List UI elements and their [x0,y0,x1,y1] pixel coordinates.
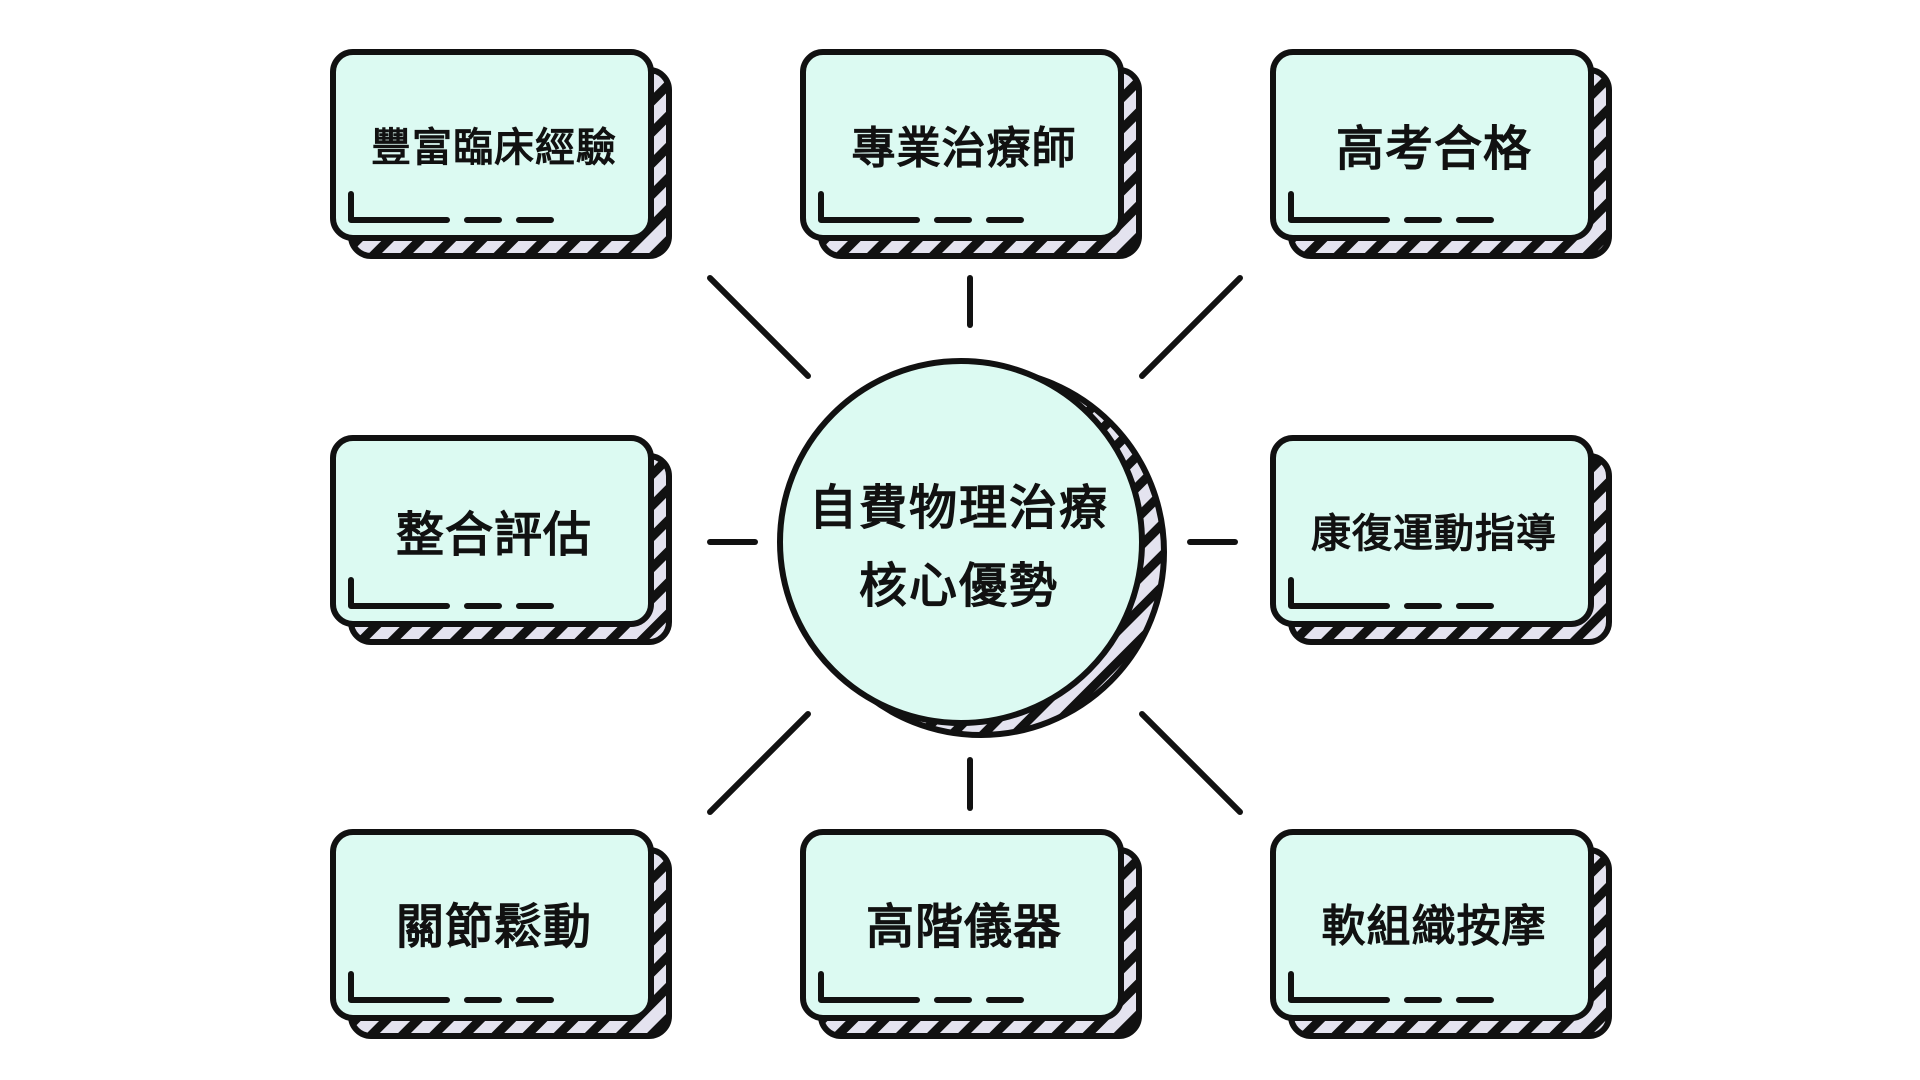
connector-bottom-left [707,711,811,815]
card-label-professional-therapist: 專業治療師 [851,123,1077,174]
connector-bottom-right [1139,711,1243,815]
card-face [1270,435,1594,627]
connector-lines [707,275,1243,815]
card-clinical-experience [330,49,672,259]
cards-layer [330,49,1612,1039]
card-underline-decoration [348,971,554,1003]
connector-top-right [1139,275,1243,379]
card-advanced-equipment [800,829,1142,1039]
card-label-integrated-assessment: 整合評估 [395,507,592,563]
card-underline-decoration [1288,577,1494,609]
card-face [330,829,654,1021]
card-joint-mobilization [330,829,672,1039]
center-label: 自費物理治療 核心優勢 [782,462,1136,632]
card-underline-decoration [348,191,554,223]
card-underline-decoration [1288,191,1494,223]
card-face [330,49,654,241]
card-label-advanced-equipment: 高階儀器 [865,899,1062,955]
card-label-joint-mobilization: 關節鬆動 [395,899,592,955]
card-face [1270,829,1594,1021]
card-label-rehab-exercise: 康復運動指導 [1311,511,1557,557]
card-label-soft-tissue-massage: 軟組織按摩 [1321,901,1547,952]
center-label-line-1: 自費物理治療 [808,480,1109,536]
card-face [800,829,1124,1021]
card-underline-decoration [348,577,554,609]
card-underline-decoration [1288,971,1494,1003]
card-exam-qualified [1270,49,1612,259]
center-label-line-2: 核心優勢 [858,558,1059,614]
connector-top-left [707,275,811,379]
card-face [1270,49,1594,241]
center-circle [777,358,1167,738]
card-rehab-exercise [1270,435,1612,645]
card-label-exam-qualified: 高考合格 [1335,121,1532,177]
card-face [330,435,654,627]
card-underline-decoration [818,191,1024,223]
card-underline-decoration [818,971,1024,1003]
card-professional-therapist [800,49,1142,259]
card-soft-tissue-massage [1270,829,1612,1039]
card-label-clinical-experience: 豐富臨床經驗 [371,125,617,171]
card-integrated-assessment [330,435,672,645]
card-face [800,49,1124,241]
